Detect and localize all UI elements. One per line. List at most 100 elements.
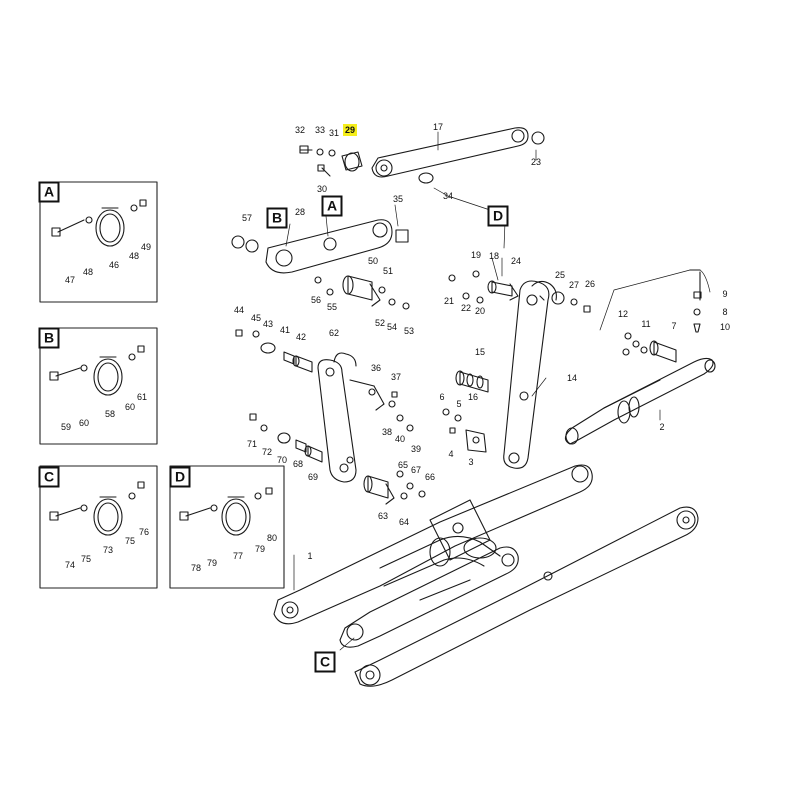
- part-number: 20: [474, 306, 486, 316]
- part-number: 69: [307, 472, 319, 482]
- part-number: 18: [488, 251, 500, 261]
- part-number: 34: [442, 191, 454, 201]
- part-number: 21: [443, 296, 455, 306]
- part-number: 5: [456, 399, 462, 409]
- part-number: 50: [367, 256, 379, 266]
- part-number: 1: [307, 551, 313, 561]
- inset-d-label: D: [169, 466, 191, 488]
- part-number: 4: [448, 449, 454, 459]
- upper-bracket: [231, 219, 409, 274]
- callout-c: C: [314, 651, 336, 673]
- boom-arm: [503, 280, 557, 469]
- part-number: 43: [262, 319, 274, 329]
- part-number: 42: [295, 332, 307, 342]
- inset-b-drawing: [39, 327, 158, 445]
- part-number: 48: [82, 267, 94, 277]
- part-number: 7: [671, 321, 677, 331]
- leader-lines: [285, 131, 711, 651]
- link-pair-62: [317, 352, 385, 483]
- part-number: 15: [474, 347, 486, 357]
- part-number: 2: [659, 422, 665, 432]
- inset-a-drawing: [39, 181, 158, 303]
- inset-d-drawing: [169, 465, 285, 589]
- part-number: 75: [124, 536, 136, 546]
- part-number: 3: [468, 457, 474, 467]
- pin-36-assembly: [368, 388, 414, 432]
- part-number: 31: [328, 128, 340, 138]
- part-number: 32: [294, 125, 306, 135]
- callout-b: B: [266, 207, 288, 229]
- bracket-3: [442, 408, 487, 453]
- part-number: 65: [397, 460, 409, 470]
- part-number: 47: [64, 275, 76, 285]
- inset-b-label: B: [38, 327, 60, 349]
- part-number: 10: [719, 322, 731, 332]
- part-number: 73: [102, 545, 114, 555]
- part-number: 25: [554, 270, 566, 280]
- part-number: 27: [568, 280, 580, 290]
- part-number: 14: [566, 373, 578, 383]
- part-number: 72: [261, 447, 273, 457]
- part-number: 61: [136, 392, 148, 402]
- part-number: 11: [641, 319, 651, 329]
- part-number: 55: [326, 302, 338, 312]
- part-number: 54: [386, 322, 398, 332]
- part-number: 75: [80, 554, 92, 564]
- part-number: 36: [370, 363, 382, 373]
- part-number: 76: [138, 527, 150, 537]
- part-number: 26: [584, 279, 596, 289]
- part-number: 35: [392, 194, 404, 204]
- part-number: 79: [254, 544, 266, 554]
- part-number: 68: [292, 459, 304, 469]
- part-number: 8: [722, 307, 728, 317]
- part-number: 22: [460, 303, 472, 313]
- part-number: 40: [394, 434, 406, 444]
- fasteners-44: [235, 329, 323, 463]
- part-number: 78: [190, 563, 202, 573]
- part-number: 57: [241, 213, 253, 223]
- part-number: 51: [382, 266, 394, 276]
- part-number: 24: [510, 256, 522, 266]
- pin-50-assembly: [314, 275, 410, 310]
- part-number: 67: [410, 465, 422, 475]
- part-number: 77: [232, 551, 244, 561]
- inset-c-drawing: [39, 465, 158, 589]
- part-number: 58: [104, 409, 116, 419]
- part-number: 60: [78, 418, 90, 428]
- pin-24-assembly: [448, 270, 591, 313]
- part-number: 12: [617, 309, 629, 319]
- part-number: 33: [314, 125, 326, 135]
- part-number: 74: [64, 560, 76, 570]
- part-number: 38: [381, 427, 393, 437]
- callout-a: A: [321, 195, 343, 217]
- grease-fittings: [689, 269, 702, 333]
- part-number: 79: [206, 558, 218, 568]
- part-number: 45: [250, 313, 262, 323]
- part-number: 59: [60, 422, 72, 432]
- part-number: 66: [424, 472, 436, 482]
- part-number: 62: [328, 328, 340, 338]
- part-number: 37: [390, 372, 402, 382]
- part-number: 46: [108, 260, 120, 270]
- part-number: 63: [377, 511, 389, 521]
- part-number: 9: [722, 289, 728, 299]
- pin-63-assembly: [363, 470, 426, 505]
- part-number: 44: [233, 305, 245, 315]
- part-number: 52: [374, 318, 386, 328]
- part-number: 19: [470, 250, 482, 260]
- part-number: 49: [140, 242, 152, 252]
- part-number: 28: [294, 207, 306, 217]
- inset-c-label: C: [38, 466, 60, 488]
- loader-frame: [273, 464, 699, 687]
- part-number: 39: [410, 444, 422, 454]
- part-number: 48: [128, 251, 140, 261]
- tie-rod: [371, 127, 545, 184]
- part-number: 71: [246, 439, 258, 449]
- part-number: 60: [124, 402, 136, 412]
- part-number: 64: [398, 517, 410, 527]
- part-number: 16: [467, 392, 479, 402]
- part-number: 6: [439, 392, 445, 402]
- part-number: 56: [310, 295, 322, 305]
- part-number-highlighted: 29: [342, 124, 358, 136]
